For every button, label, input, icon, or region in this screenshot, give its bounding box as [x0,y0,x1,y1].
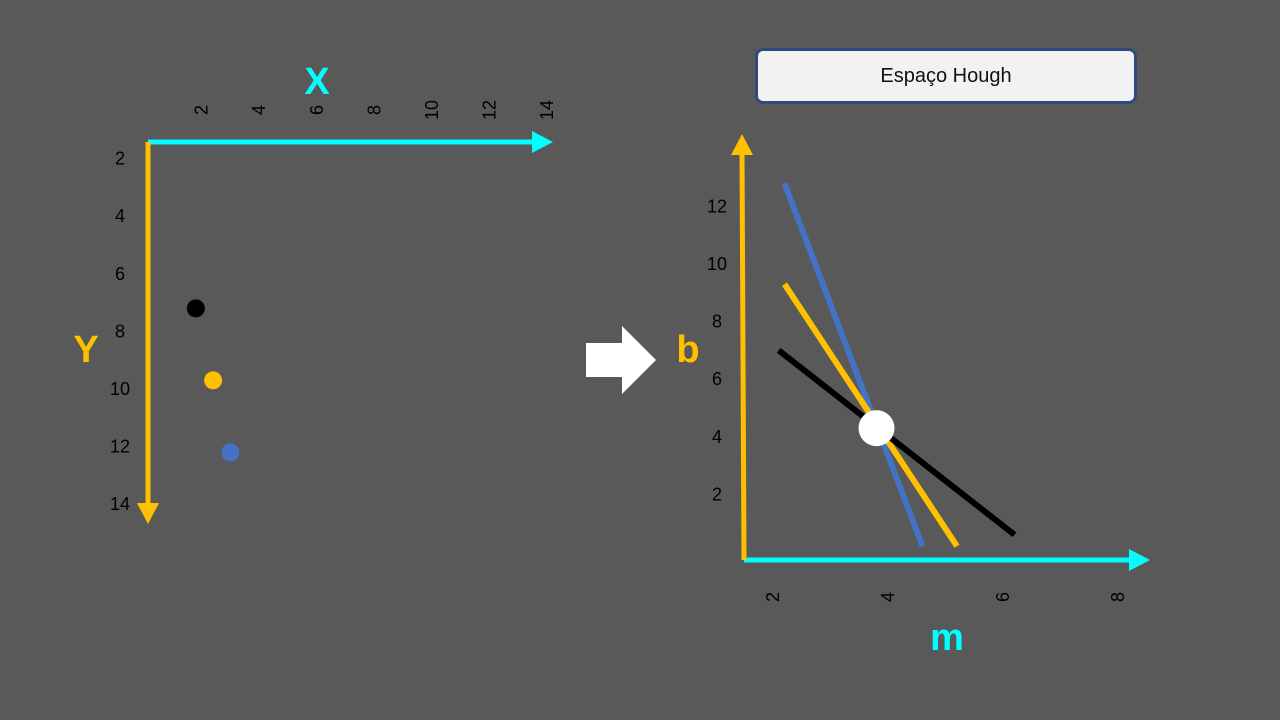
intersection-group [858,410,895,447]
b-axis-arrowhead [731,134,753,155]
m-tick-label: 2 [763,592,783,602]
image-points [186,299,240,462]
data-point [221,443,240,462]
b-axis-label: b [676,329,699,371]
x-tick-label: 6 [307,105,327,115]
x-tick-label: 12 [480,100,500,120]
b-tick-label: 4 [712,427,722,447]
x-tick-label: 4 [249,105,269,115]
intersection-point [858,410,895,447]
b-tick-label: 10 [707,254,727,274]
m-axis-arrowhead [1129,549,1150,571]
b-tick-label: 6 [712,369,722,389]
x-axis-label: X [304,61,330,103]
image-x-ticks: 2 4 6 8 10 12 14 [192,100,558,120]
data-point [204,371,223,390]
m-tick-label: 4 [878,592,898,602]
y-axis-label: Y [73,329,98,371]
m-axis-label: m [930,617,964,659]
hough-b-ticks: 2 4 6 8 10 12 [707,196,727,504]
x-tick-label: 2 [192,105,212,115]
y-tick-label: 8 [115,321,125,341]
data-point [186,299,205,318]
b-tick-label: 8 [712,312,722,332]
x-tick-label: 8 [364,105,384,115]
hough-m-ticks: 2 4 6 8 [763,592,1128,602]
hough-space-title: Espaço Hough [755,48,1137,104]
hough-line [781,182,926,548]
hough-line [776,348,1017,538]
image-y-ticks: 2 4 6 8 10 12 14 [110,149,130,515]
y-tick-label: 6 [115,264,125,284]
y-tick-label: 14 [110,494,130,514]
m-tick-label: 8 [1108,592,1128,602]
y-tick-label: 4 [115,206,125,226]
y-axis-arrowhead [137,503,159,524]
b-tick-label: 12 [707,196,727,216]
x-tick-label: 10 [422,100,442,120]
y-tick-label: 2 [115,149,125,169]
b-axis-line [739,152,747,561]
x-tick-label: 14 [537,100,557,120]
transform-arrow [586,326,656,394]
m-tick-label: 6 [993,592,1013,602]
x-axis-arrowhead [532,131,553,153]
y-tick-label: 10 [110,379,130,399]
b-tick-label: 2 [712,484,722,504]
hough-lines [776,182,1017,548]
y-tick-label: 12 [110,437,130,457]
